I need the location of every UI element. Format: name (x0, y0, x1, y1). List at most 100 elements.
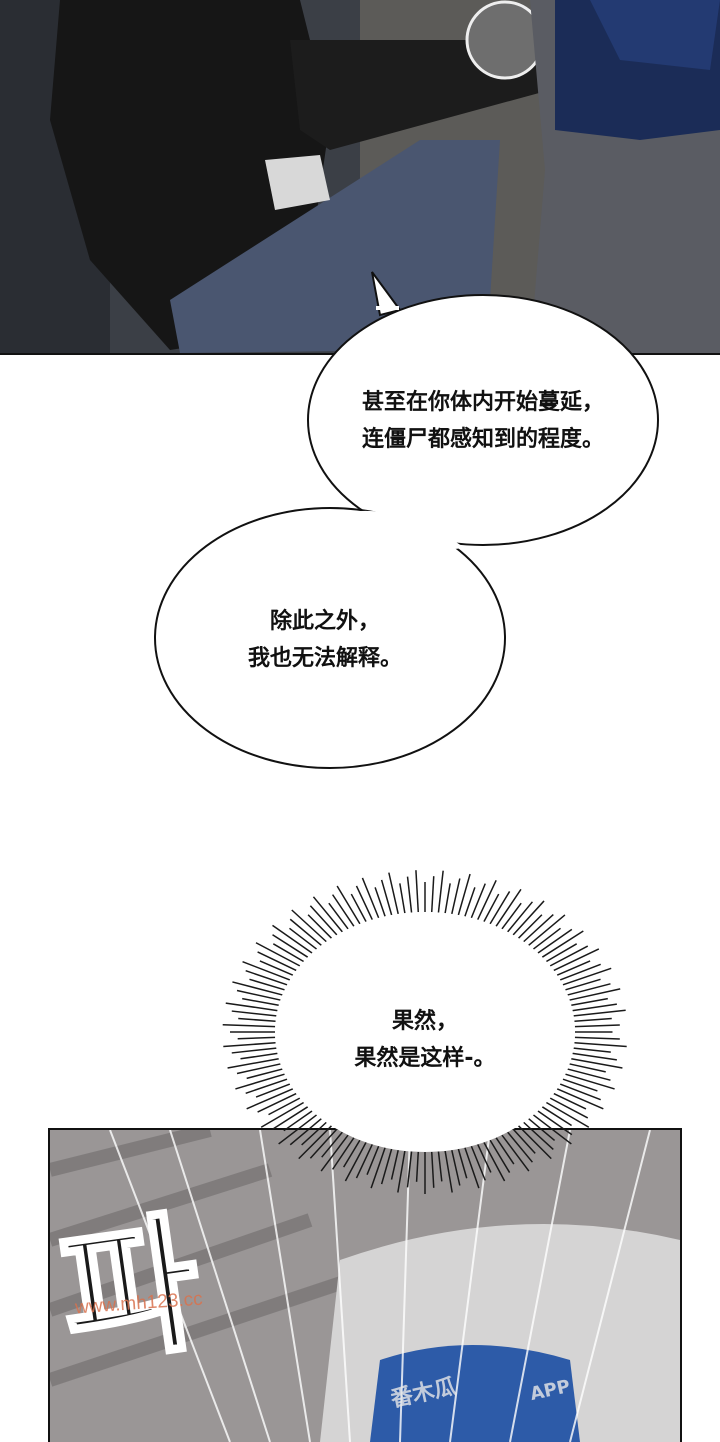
burst-ray (470, 883, 486, 919)
burst-ray (572, 1052, 617, 1061)
burst-line-1: 果然， (391, 1009, 458, 1034)
burst-ray (565, 978, 601, 991)
burst-ray (437, 870, 444, 913)
burst-ray (549, 945, 589, 967)
burst-ray (553, 1092, 587, 1110)
bubble-2-line-2: 我也无法解释。 (247, 646, 402, 671)
burst-ray (501, 1134, 530, 1172)
burst-ray (451, 878, 461, 915)
burst-ray (309, 905, 338, 936)
bottom-panel-illustration (50, 1130, 680, 1442)
burst-ray (255, 942, 301, 967)
burst-ray (545, 1101, 590, 1128)
burst-ray (457, 1148, 468, 1179)
speech-bubble-1-text: 甚至在你体内开始蔓延， 连僵尸都感知到的程度。 (318, 384, 648, 458)
burst-ray (569, 1063, 606, 1073)
burst-ray (573, 1047, 611, 1053)
burst-ray (238, 1017, 276, 1022)
burst-ray (406, 1151, 413, 1188)
burst-ray (307, 914, 333, 939)
burst-ray (406, 876, 413, 913)
burst-ray (336, 885, 361, 925)
burst-ray (562, 967, 612, 986)
burst-ray (259, 960, 294, 976)
burst-ray (245, 1078, 288, 1095)
burst-ray (331, 1137, 355, 1170)
burst-ray (240, 1052, 278, 1060)
burst-ray (344, 1141, 367, 1182)
burst-ray (272, 1106, 309, 1130)
burst-ray (289, 927, 318, 950)
burst-ray (495, 1137, 515, 1165)
burst-ray (291, 909, 327, 943)
burst-ray (272, 934, 309, 958)
burst-ray (541, 1106, 572, 1127)
emphasis-burst-text: 果然， 果然是这样-。 (300, 1003, 550, 1077)
burst-ray (470, 1145, 486, 1181)
burst-line-2: 果然是这样-。 (354, 1046, 496, 1071)
burst-ray (380, 1148, 393, 1185)
burst-ray (517, 914, 543, 939)
top-comic-panel (0, 0, 720, 355)
burst-ray (444, 1150, 453, 1193)
burst-ray (495, 888, 522, 927)
burst-ray (320, 1134, 349, 1172)
burst-ray (537, 1110, 573, 1136)
burst-ray (532, 927, 561, 950)
burst-ray (283, 1110, 313, 1132)
burst-ray (430, 1151, 435, 1188)
burst-ray (457, 873, 471, 916)
burst-ray (541, 930, 584, 958)
burst-ray (397, 1150, 406, 1193)
burst-ray (569, 988, 621, 1001)
burst-ray (257, 951, 297, 972)
burst-ray (532, 1114, 572, 1145)
burst-ray (231, 1010, 277, 1017)
burst-ray (257, 1092, 297, 1113)
burst-ray (321, 1131, 343, 1158)
burst-ray (512, 900, 545, 936)
burst-ray (249, 978, 285, 991)
bubble-1-line-2: 连僵尸都感知到的程度。 (361, 427, 604, 452)
burst-ray (388, 872, 399, 915)
burst-ray (255, 1083, 291, 1098)
burst-ray (380, 879, 393, 916)
burst-ray (355, 885, 373, 920)
burst-ray (553, 948, 600, 972)
burst-ray (483, 893, 500, 923)
burst-ray (517, 1125, 552, 1160)
burst-ray (507, 1131, 534, 1163)
burst-ray (562, 1078, 598, 1092)
burst-ray (549, 1097, 589, 1119)
burst-ray (567, 983, 611, 996)
burst-ray (232, 981, 283, 996)
burst-ray (489, 1139, 511, 1173)
burst-ray (574, 1042, 627, 1048)
burst-ray (574, 1017, 612, 1022)
burst-ray (574, 1036, 620, 1040)
burst-ray (350, 893, 367, 923)
burst-ray (289, 1118, 322, 1146)
burst-ray (309, 1128, 338, 1159)
burst-ray (565, 1073, 615, 1090)
burst-ray (246, 1088, 294, 1110)
burst-ray (483, 1141, 506, 1182)
burst-ray (545, 943, 578, 963)
burst-ray (272, 943, 305, 963)
bottom-comic-panel (48, 1128, 682, 1442)
burst-ray (574, 1024, 620, 1028)
burst-ray (523, 913, 554, 943)
emphasis-burst (222, 870, 627, 1194)
burst-ray (231, 1047, 277, 1054)
burst-ray (223, 1042, 276, 1048)
burst-ray (246, 1068, 283, 1080)
burst-ray (444, 883, 451, 914)
burst-ray (328, 902, 349, 930)
burst-ray (227, 1057, 279, 1069)
burst-ray (272, 924, 313, 954)
burst-ray (366, 1145, 380, 1175)
burst-ray (374, 887, 386, 917)
burst-ray (331, 894, 355, 927)
burst-ray (312, 896, 343, 933)
burst-ray (556, 960, 591, 976)
